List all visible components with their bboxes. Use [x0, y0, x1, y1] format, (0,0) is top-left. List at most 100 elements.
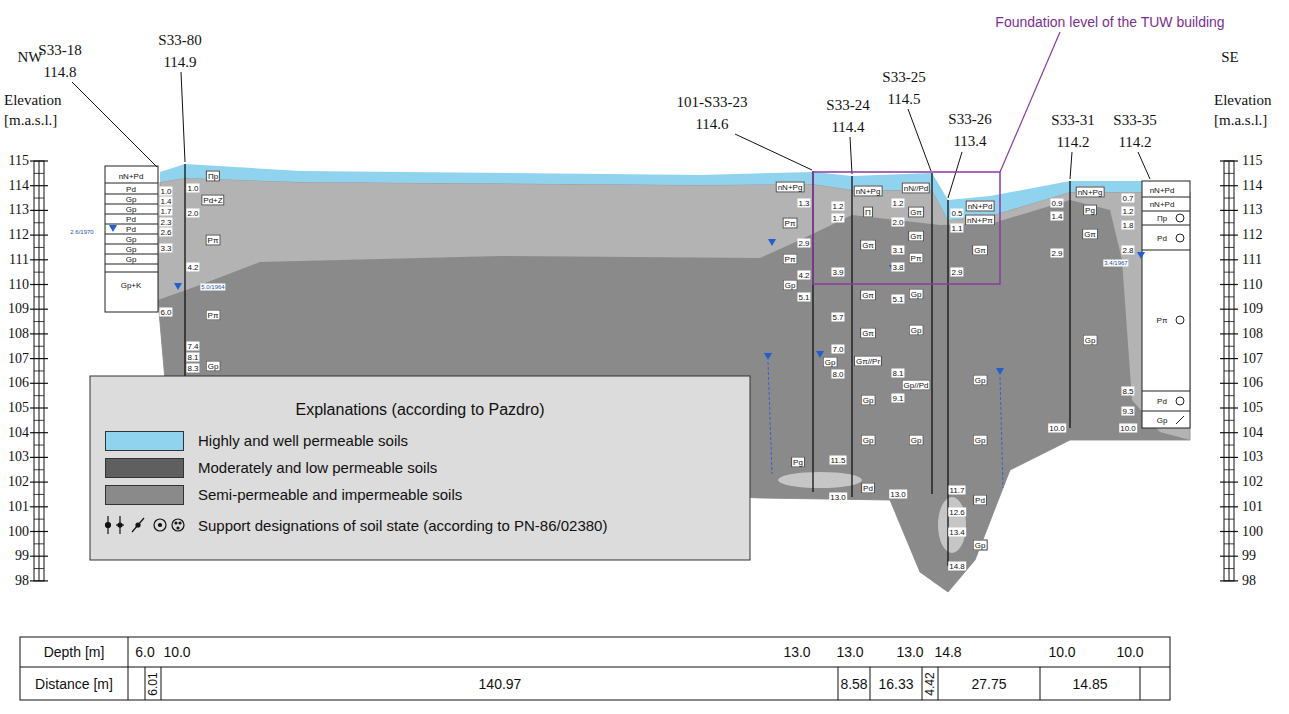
- ruler-tick: [34, 173, 44, 174]
- axis-number: 115: [9, 153, 29, 169]
- axis-number: 100: [8, 524, 29, 540]
- ruler-tick: [1220, 407, 1238, 408]
- depth-value: 3.9: [831, 268, 844, 277]
- soil-code: Gp: [909, 325, 924, 336]
- borehole-title: [m.a.s.l.]: [4, 112, 57, 129]
- ruler-tick: [1224, 420, 1234, 421]
- soil-code: Gπ: [860, 290, 876, 301]
- depth-value: 3.1: [891, 246, 904, 255]
- depth-value: 12.6: [948, 508, 966, 517]
- soil-code: Gπ: [908, 207, 924, 218]
- axis-number: 112: [9, 227, 29, 243]
- permeable-layer: [160, 164, 1190, 220]
- water-trace: [768, 362, 1003, 488]
- soil-state-symbols: [1176, 214, 1184, 424]
- table-cell: 10.0: [1116, 644, 1143, 660]
- ruler-tick: [30, 407, 48, 408]
- soil-code: Gp: [861, 395, 876, 406]
- legend-swatch: [105, 458, 184, 478]
- legend-swatch: [105, 485, 184, 505]
- table-cell: 10.0: [1048, 644, 1075, 660]
- foundation-note: Foundation level of the TUW building: [995, 14, 1224, 30]
- axis-number: 98: [1242, 573, 1256, 589]
- axis-number: 99: [15, 548, 29, 564]
- depth-value: 11.7: [949, 486, 966, 495]
- depth-value: 2.0: [891, 218, 904, 227]
- borehole-title: S33-80: [158, 32, 201, 49]
- depth-value: 8.3: [186, 364, 199, 373]
- depth-value: 0.5: [950, 209, 963, 218]
- soil-code: nN+Pg: [1076, 187, 1105, 198]
- soil-code: Pd: [1157, 234, 1167, 243]
- depth-value: 8.1: [186, 353, 199, 362]
- foundation-leader: [1000, 32, 1060, 172]
- axis-number: 106: [1242, 375, 1263, 391]
- foundation-outline: [813, 172, 1000, 284]
- depth-value: 1.2: [831, 202, 844, 211]
- soil-code: Pπ: [783, 218, 798, 229]
- ruler-tick: [34, 543, 44, 544]
- soil-code: Gπ//Pr: [854, 356, 882, 367]
- axis-number: 114: [9, 178, 29, 194]
- axis-number: 101: [8, 499, 29, 515]
- axis-number: 112: [1242, 227, 1262, 243]
- axis-number: 111: [9, 252, 29, 268]
- ruler-tick: [34, 445, 44, 446]
- soil-code: Pd: [126, 225, 136, 234]
- borehole-title: Elevation: [1214, 92, 1271, 109]
- soil-code: Gp: [1083, 335, 1098, 346]
- ruler-tick: [34, 346, 44, 347]
- sand-lens: [938, 497, 966, 553]
- borehole-title: S33-31: [1051, 112, 1094, 129]
- axis-number: 104: [8, 425, 29, 441]
- depth-value: 7.4: [186, 342, 199, 351]
- legend-text: Moderately and low permeable soils: [198, 459, 437, 476]
- ruler-tick: [30, 235, 48, 236]
- ruler-tick: [1224, 346, 1234, 347]
- borehole-title: S33-26: [948, 111, 991, 128]
- ruler-tick: [30, 580, 48, 581]
- axis-number: 109: [8, 301, 29, 317]
- depth-value: 1.7: [831, 214, 844, 223]
- depth-value: 13.0: [829, 493, 847, 502]
- ruler-tick: [1220, 333, 1238, 334]
- depth-value: 2.9: [797, 239, 810, 248]
- ruler-tick: [30, 506, 48, 507]
- soil-code: Gπ: [972, 245, 988, 256]
- soil-code: Gπ: [1082, 229, 1098, 240]
- soil-code: Gp: [973, 435, 988, 446]
- soil-code: Pd: [861, 483, 875, 494]
- axis-number: 106: [8, 375, 29, 391]
- ruler-tick: [34, 296, 44, 297]
- soil-code: Pg: [791, 457, 805, 468]
- ruler-tick: [1220, 432, 1238, 433]
- soil-code: Gp+K: [121, 281, 142, 290]
- soil-code: Pd: [126, 215, 136, 224]
- soil-code: nN+Pd: [1150, 200, 1175, 209]
- ruler-tick: [1224, 568, 1234, 569]
- ruler-tick: [34, 519, 44, 520]
- borehole-title: S33-25: [882, 69, 925, 86]
- legend-panel: [90, 376, 750, 560]
- ruler-tick: [34, 222, 44, 223]
- depth-value: 3.3: [159, 244, 172, 253]
- water-level-note: 5.0/1964: [200, 284, 225, 291]
- depth-value: 7.0: [831, 345, 844, 354]
- ruler-tick: [34, 321, 44, 322]
- soil-code: nN//Pd: [902, 183, 930, 194]
- ruler-tick: [1220, 556, 1238, 557]
- water-table-marker: [109, 225, 1145, 375]
- soil-code: Gp: [126, 205, 137, 214]
- ruler-tick: [1224, 543, 1234, 544]
- soil-code: nN+Pd: [1150, 186, 1175, 195]
- ruler-tick: [1220, 457, 1238, 458]
- depth-value: 11.5: [830, 456, 847, 465]
- ruler-tick: [1220, 506, 1238, 507]
- table-cell: 6.01: [146, 672, 160, 695]
- soil-code: Gp: [126, 235, 137, 244]
- borehole-title: S33-24: [826, 97, 869, 114]
- ruler-tick: [1224, 296, 1234, 297]
- ruler-tick: [30, 309, 48, 310]
- depth-value: 2.9: [1050, 249, 1063, 258]
- table-cell: 13.0: [783, 644, 810, 660]
